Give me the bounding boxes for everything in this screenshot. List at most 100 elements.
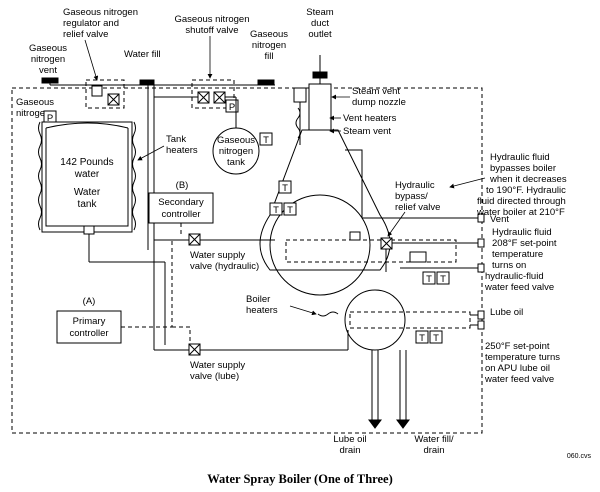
steam-dump-l1: Steam vent xyxy=(352,86,400,97)
sec-ctrl-l2: controller xyxy=(161,209,200,220)
gn2-reg-l1: Gaseous nitrogen xyxy=(63,7,138,18)
gn2-fill-l3: fill xyxy=(265,51,274,62)
water-drain-l2: drain xyxy=(423,445,444,456)
gn2-tank-l3: tank xyxy=(227,157,245,168)
t-marker-4 xyxy=(422,271,436,285)
lube-oil-label: Lube oil xyxy=(490,307,523,318)
hyd-note-l5: fluid directed through xyxy=(477,196,566,207)
tank-l1: 142 Pounds xyxy=(60,157,113,168)
t-marker-2 xyxy=(269,202,283,216)
gn2-tank-l1: Gaseous xyxy=(217,135,255,146)
tank-l4: tank xyxy=(78,199,98,210)
sec-ctrl-l1: Secondary xyxy=(158,197,204,208)
primary-controller xyxy=(56,310,122,344)
t-marker-5-text: T xyxy=(440,274,446,285)
vent-heater-coil xyxy=(295,107,301,139)
steam-duct-fitting xyxy=(312,71,328,79)
label-gn2-shutoff: Gaseous nitrogen shutoff valve xyxy=(175,14,250,36)
t-marker-6-text: T xyxy=(419,333,425,344)
t-marker-7 xyxy=(429,330,443,344)
lube-note: 250°F set-point temperature turns on APU… xyxy=(484,341,560,385)
hyd-fluid-l2: 208°F set-point xyxy=(492,238,557,249)
hyd-port-1 xyxy=(477,238,485,248)
t-marker-1 xyxy=(278,180,292,194)
lube-note-l3: on APU lube oil xyxy=(485,363,550,374)
gn2-tank-l2: nitrogen xyxy=(219,146,253,157)
hyd-fluid-l4: turns on xyxy=(492,260,526,271)
lube-port-1 xyxy=(477,310,485,320)
gn2-vent-fitting xyxy=(41,77,59,84)
regulator-icon xyxy=(91,85,103,97)
gn2-shutoff-l1: Gaseous nitrogen xyxy=(175,14,250,25)
lube-note-l4: water feed valve xyxy=(484,374,554,385)
hyd-bypass-l1: Hydraulic xyxy=(395,180,435,191)
label-gn2-vent: Gaseous nitrogen vent xyxy=(29,43,67,76)
t-marker-3-text: T xyxy=(287,205,293,216)
steam-dump-l2: dump nozzle xyxy=(352,97,406,108)
p-marker-top xyxy=(225,99,239,113)
sec-tag: (B) xyxy=(176,180,189,191)
t-marker-3 xyxy=(283,202,297,216)
tank-heaters-l1: Tank xyxy=(166,134,186,145)
hyd-fluid-l6: water feed valve xyxy=(484,282,554,293)
vent-heaters-label: Vent heaters xyxy=(343,113,397,124)
t-marker-2-text: T xyxy=(273,205,279,216)
gn2-vent-l1: Gaseous xyxy=(29,43,67,54)
hyd-note-l1: Hydraulic fluid xyxy=(490,152,550,163)
gn2-vent-l3: vent xyxy=(39,65,57,76)
lube-drain-l1: Lube oil xyxy=(333,434,366,445)
hyd-note-l3: when it decreases xyxy=(489,174,567,185)
t-marker-7-text: T xyxy=(433,333,439,344)
lube-drain-port xyxy=(368,419,382,429)
hyd-fluid-l3: temperature xyxy=(492,249,543,260)
t-marker-6 xyxy=(415,330,429,344)
label-steam-duct: Steam duct outlet xyxy=(306,7,334,40)
hyd-bypass-l2: bypass/ xyxy=(395,191,428,202)
t-marker-1-text: T xyxy=(282,183,288,194)
ws-lube-l2: valve (lube) xyxy=(190,371,239,382)
label-water-fill-top: Water fill xyxy=(124,49,161,60)
gn2-reg-l2: regulator and xyxy=(63,18,119,29)
p-marker-top-text: P xyxy=(229,102,235,113)
bypass-valve-fitting xyxy=(349,231,361,241)
pri-ctrl-l1: Primary xyxy=(73,316,106,327)
lube-boiler-section xyxy=(344,289,406,351)
steam-duct-l3: outlet xyxy=(308,29,332,40)
hyd-fluid-l1: Hydraulic fluid xyxy=(492,227,552,238)
hyd-bypass-l3: relief valve xyxy=(395,202,440,213)
hyd-note-l6: water boiler at 210°F xyxy=(476,207,565,218)
boiler-heaters-l1: Boiler xyxy=(246,294,270,305)
tank-bladder xyxy=(45,122,129,129)
water-drain-port xyxy=(396,419,410,429)
boiler-vessel xyxy=(259,129,391,271)
label-gn2-regulator: Gaseous nitrogen regulator and relief va… xyxy=(63,7,138,40)
p-marker-tank-text: P xyxy=(47,113,53,124)
gn2-shutoff-l2: shutoff valve xyxy=(185,25,238,36)
t-marker-gn2 xyxy=(259,132,273,146)
t-marker-gn2-text: T xyxy=(263,135,269,146)
ws-lube-l1: Water supply xyxy=(190,360,245,371)
gn2-fill-fitting xyxy=(257,79,275,86)
ws-hyd-l1: Water supply xyxy=(190,250,245,261)
lube-note-l2: temperature turns xyxy=(485,352,560,363)
hyd-bypass-note: Hydraulic fluid bypasses boiler when it … xyxy=(476,152,567,218)
figure-id: 060.cvs xyxy=(567,453,592,460)
tank-l3: Water xyxy=(74,187,101,198)
t-marker-5 xyxy=(436,271,450,285)
gn2-reg-l3: relief valve xyxy=(63,29,108,40)
shutoff-valve-box xyxy=(191,79,235,109)
pri-tag: (A) xyxy=(83,296,96,307)
hyd-note-l4: to 190°F. Hydraulic xyxy=(486,185,566,196)
system-boundary xyxy=(11,87,483,434)
boiler-heaters-l2: heaters xyxy=(246,305,278,316)
gn2-vent-l2: nitrogen xyxy=(31,54,65,65)
tank-outlet xyxy=(83,225,95,235)
secondary-controller xyxy=(148,192,214,224)
steam-duct xyxy=(308,83,332,131)
lube-note-l1: 250°F set-point xyxy=(485,341,550,352)
regulator-box xyxy=(85,79,125,109)
lube-drain-l2: drain xyxy=(339,445,360,456)
gn2-l1: Gaseous xyxy=(16,97,54,108)
hydraulic-boiler-section xyxy=(269,194,371,296)
